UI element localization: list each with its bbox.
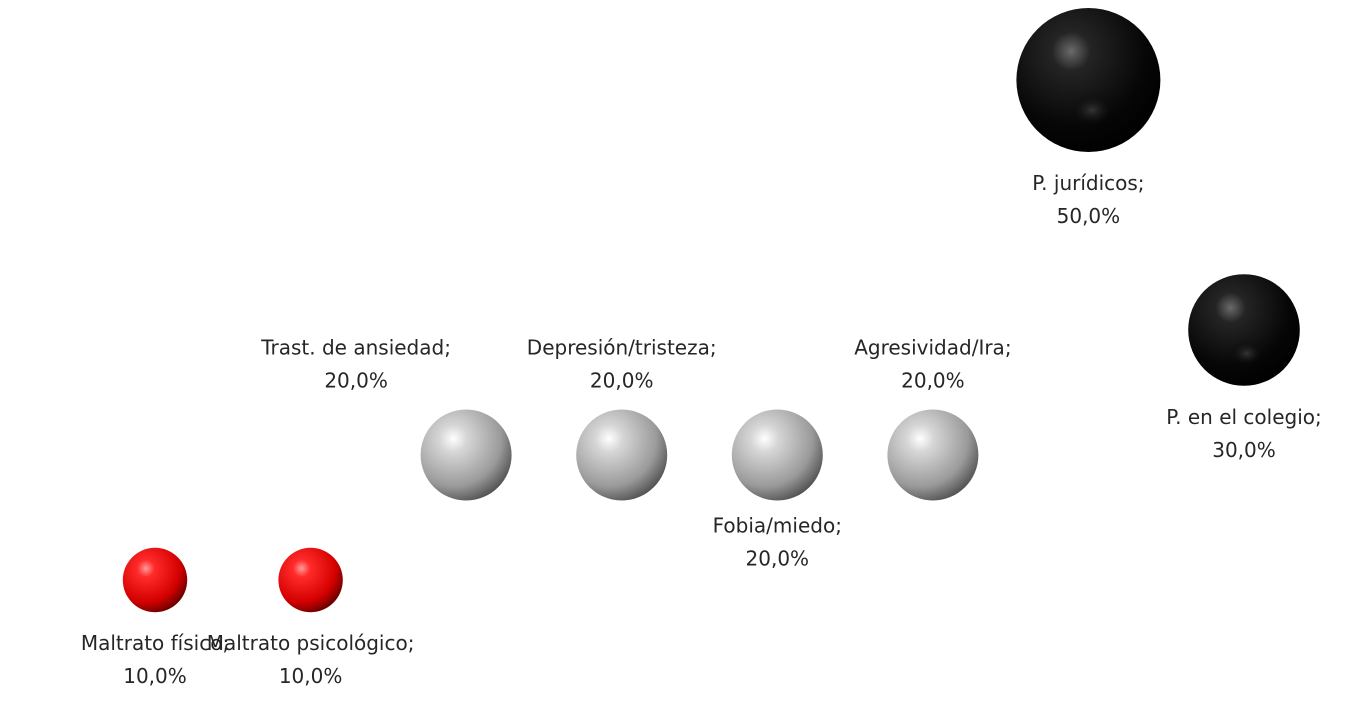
data-label-value: 10,0%: [123, 664, 187, 688]
data-label-value: 20,0%: [590, 369, 654, 393]
data-label-maltrato-psicologico: Maltrato psicológico; 10,0%: [207, 631, 415, 688]
bubble-maltrato-psicologico: [278, 547, 343, 613]
label-layer: Maltrato físico;10,0%Maltrato psicológic…: [81, 171, 1322, 688]
data-label-name: Maltrato psicológico;: [207, 631, 415, 655]
data-label-name: Fobia/miedo;: [713, 514, 842, 538]
data-label-name: Agresividad/Ira;: [854, 336, 1011, 360]
data-label-name: Depresión/tristeza;: [527, 336, 717, 360]
data-label-name: P. jurídicos;: [1032, 171, 1144, 195]
data-label-agresividad-ira: Agresividad/Ira; 20,0%: [854, 336, 1011, 393]
data-label-value: 10,0%: [279, 664, 343, 688]
data-label-value: 20,0%: [901, 369, 965, 393]
bubble-reflection-p-juridicos: [1069, 92, 1115, 128]
bubble-reflection-p-en-el-colegio: [1229, 340, 1265, 367]
bubble-p-en-el-colegio: [1188, 274, 1300, 386]
bubble-fobia-miedo: [731, 409, 823, 501]
bubble-agresividad-ira: [887, 409, 979, 501]
data-label-value: 20,0%: [746, 547, 810, 571]
bubble-layer: [122, 8, 1300, 613]
data-label-p-en-el-colegio: P. en el colegio; 30,0%: [1166, 405, 1322, 462]
data-label-value: 30,0%: [1212, 438, 1276, 462]
data-label-name: P. en el colegio;: [1166, 405, 1322, 429]
data-label-depresion-tristeza: Depresión/tristeza; 20,0%: [527, 336, 717, 393]
data-label-value: 20,0%: [324, 369, 388, 393]
data-label-p-juridicos: P. jurídicos; 50,0%: [1032, 171, 1144, 228]
data-label-value: 50,0%: [1057, 204, 1121, 228]
data-label-trast-de-ansiedad: Trast. de ansiedad; 20,0%: [260, 336, 451, 393]
bubble-p-juridicos: [1016, 8, 1161, 152]
bubble-depresion-tristeza: [576, 409, 668, 501]
bubble-trast-de-ansiedad: [420, 409, 512, 501]
data-label-name: Maltrato físico;: [81, 631, 229, 655]
data-label-name: Trast. de ansiedad;: [260, 336, 451, 360]
data-label-maltrato-fisico: Maltrato físico; 10,0%: [81, 631, 229, 688]
data-label-fobia-miedo: Fobia/miedo; 20,0%: [713, 514, 842, 571]
bubble-maltrato-fisico: [122, 547, 188, 613]
